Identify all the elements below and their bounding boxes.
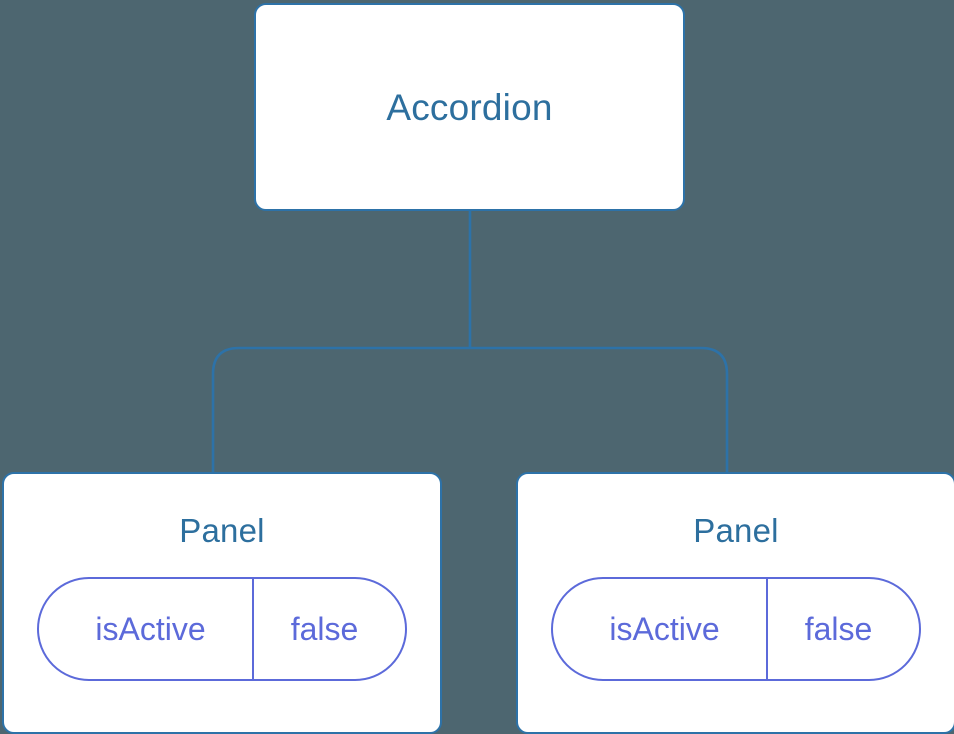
state-value-left: false bbox=[252, 579, 405, 679]
state-key-right: isActive bbox=[609, 611, 720, 647]
node-accordion-label: Accordion bbox=[386, 86, 553, 128]
node-accordion[interactable]: Accordion bbox=[254, 3, 685, 211]
node-panel-left-label: Panel bbox=[179, 512, 265, 549]
edge-to-panel-left bbox=[211, 346, 470, 472]
node-panel-right[interactable]: Panel isActive false bbox=[516, 472, 954, 734]
state-pill-left: isActive false bbox=[37, 577, 407, 681]
state-pill-right: isActive false bbox=[551, 577, 921, 681]
node-panel-left[interactable]: Panel isActive false bbox=[2, 472, 442, 734]
state-key-left: isActive bbox=[95, 611, 206, 647]
edge-to-panel-right bbox=[470, 346, 729, 472]
node-panel-right-label: Panel bbox=[693, 512, 779, 549]
state-value-right: false bbox=[766, 579, 919, 679]
